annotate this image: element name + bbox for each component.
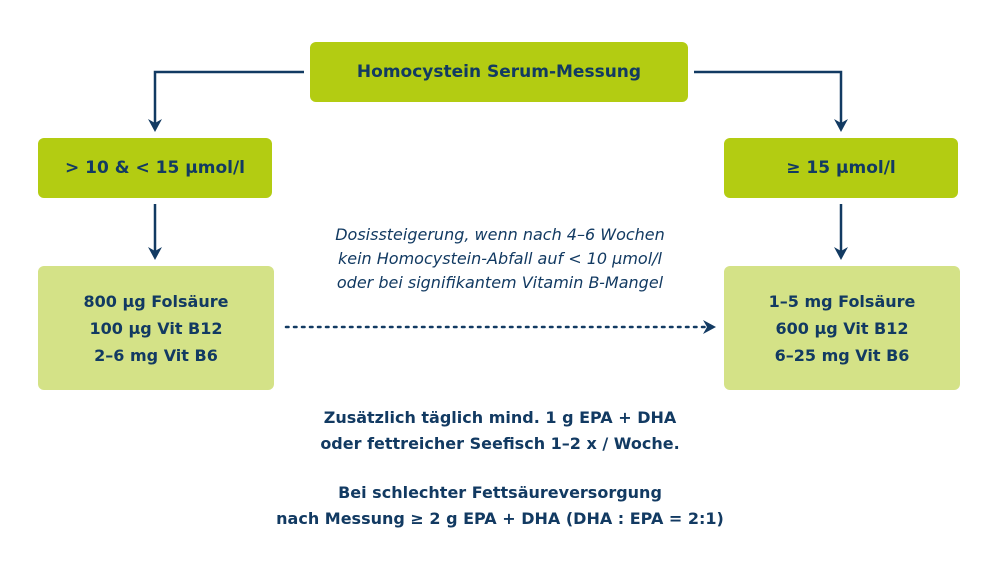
- omega3-daily-note-line-1: Zusätzlich täglich mind. 1 g EPA + DHA: [323, 408, 677, 427]
- arrowhead-right-dose: [834, 247, 848, 260]
- arrowhead-left-dose: [148, 247, 162, 260]
- range-high-label: ≥ 15 µmol/l: [786, 158, 896, 178]
- range-high-box: ≥ 15 µmol/l: [724, 138, 958, 198]
- omega3-daily-note-line-2: oder fettreicher Seefisch 1–2 x / Woche.: [320, 434, 680, 453]
- homocysteine-measurement-label: Homocystein Serum-Messung: [356, 62, 642, 82]
- moderate-dose-folic-acid: 800 µg Folsäure: [83, 291, 229, 311]
- range-moderate-label: > 10 & < 15 µmol/l: [65, 158, 245, 178]
- moderate-dose-b12: 100 µg Vit B12: [89, 318, 223, 338]
- omega3-daily-note: Zusätzlich täglich mind. 1 g EPA + DHA o…: [200, 405, 800, 457]
- omega3-deficiency-note-line-2: nach Messung ≥ 2 g EPA + DHA (DHA : EPA …: [276, 509, 724, 528]
- arrow-top-to-right-range: [694, 70, 843, 124]
- dose-increase-note: Dosissteigerung, wenn nach 4–6 Wochen ke…: [300, 223, 700, 295]
- arrowhead-left-range: [148, 119, 162, 132]
- high-dose-folic-acid: 1–5 mg Folsäure: [768, 291, 916, 311]
- high-dose-box: 1–5 mg Folsäure 600 µg Vit B12 6–25 mg V…: [724, 266, 960, 390]
- dose-increase-note-line-3: oder bei signifikantem Vitamin B-Mangel: [336, 273, 664, 292]
- high-dose-b12: 600 µg Vit B12: [775, 318, 909, 338]
- range-moderate-box: > 10 & < 15 µmol/l: [38, 138, 272, 198]
- dose-increase-note-line-1: Dosissteigerung, wenn nach 4–6 Wochen: [335, 225, 665, 244]
- moderate-dose-b6: 2–6 mg Vit B6: [94, 345, 218, 365]
- homocysteine-measurement-box: Homocystein Serum-Messung: [310, 42, 688, 102]
- omega3-deficiency-note-line-1: Bei schlechter Fettsäureversorgung: [338, 483, 662, 502]
- arrowhead-escalation: [703, 320, 716, 334]
- omega3-deficiency-note: Bei schlechter Fettsäureversorgung nach …: [200, 480, 800, 532]
- high-dose-b6: 6–25 mg Vit B6: [774, 345, 910, 365]
- arrowhead-right-range: [834, 119, 848, 132]
- dose-increase-note-line-2: kein Homocystein-Abfall auf < 10 µmol/l: [337, 249, 662, 268]
- arrow-top-to-left-range: [153, 70, 304, 124]
- moderate-dose-box: 800 µg Folsäure 100 µg Vit B12 2–6 mg Vi…: [38, 266, 274, 390]
